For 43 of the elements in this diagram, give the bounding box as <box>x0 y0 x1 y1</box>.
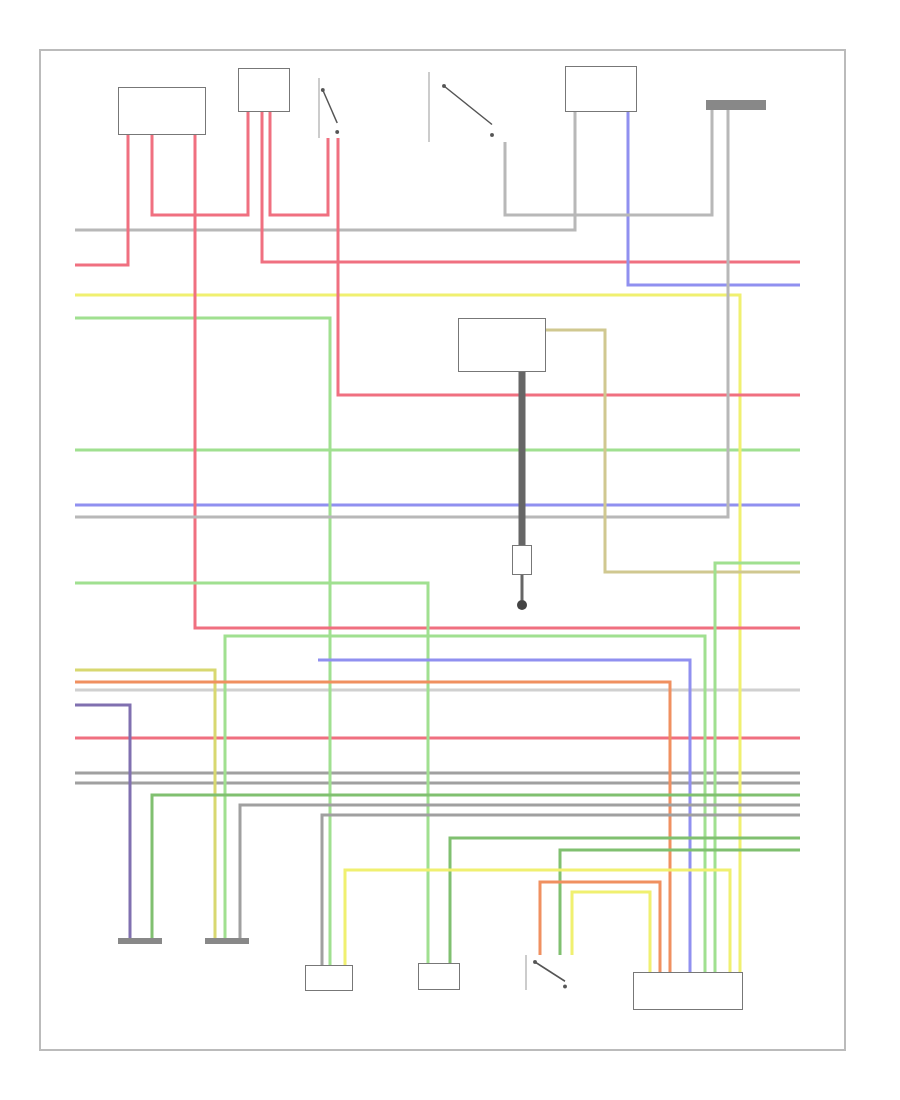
wire <box>336 138 800 397</box>
wire <box>260 112 800 264</box>
wire <box>558 848 800 955</box>
wire <box>75 316 332 965</box>
wire <box>75 293 742 972</box>
wire <box>626 112 800 287</box>
connector-bar <box>205 938 249 944</box>
wire <box>75 680 672 972</box>
wire <box>238 803 800 938</box>
wire <box>343 868 732 972</box>
wire <box>268 112 330 217</box>
component-box <box>633 972 743 1010</box>
component-box <box>118 87 206 135</box>
wire <box>75 135 130 267</box>
wire <box>150 112 250 217</box>
wire <box>75 110 730 519</box>
wire <box>503 110 714 217</box>
wire <box>546 328 800 574</box>
wire <box>223 634 707 972</box>
component-box <box>305 965 353 991</box>
ground-dot <box>517 600 527 610</box>
component-box <box>565 66 637 112</box>
wire <box>713 561 800 972</box>
wire <box>150 793 800 938</box>
switch-drawing <box>318 78 342 138</box>
wire <box>538 880 662 972</box>
wire <box>75 703 132 938</box>
wire <box>75 112 577 232</box>
wire <box>570 890 652 972</box>
component-box <box>458 318 546 372</box>
wire <box>318 658 692 972</box>
wire <box>75 581 430 963</box>
wire <box>193 135 800 630</box>
wire <box>448 836 800 963</box>
connector-bar <box>118 938 162 944</box>
wire <box>75 668 217 938</box>
component-box <box>418 963 460 990</box>
wire <box>520 575 524 600</box>
component-box <box>512 545 532 575</box>
component-box <box>238 68 290 112</box>
wire <box>320 813 800 965</box>
connector-bar <box>706 100 766 110</box>
wire <box>518 372 526 545</box>
